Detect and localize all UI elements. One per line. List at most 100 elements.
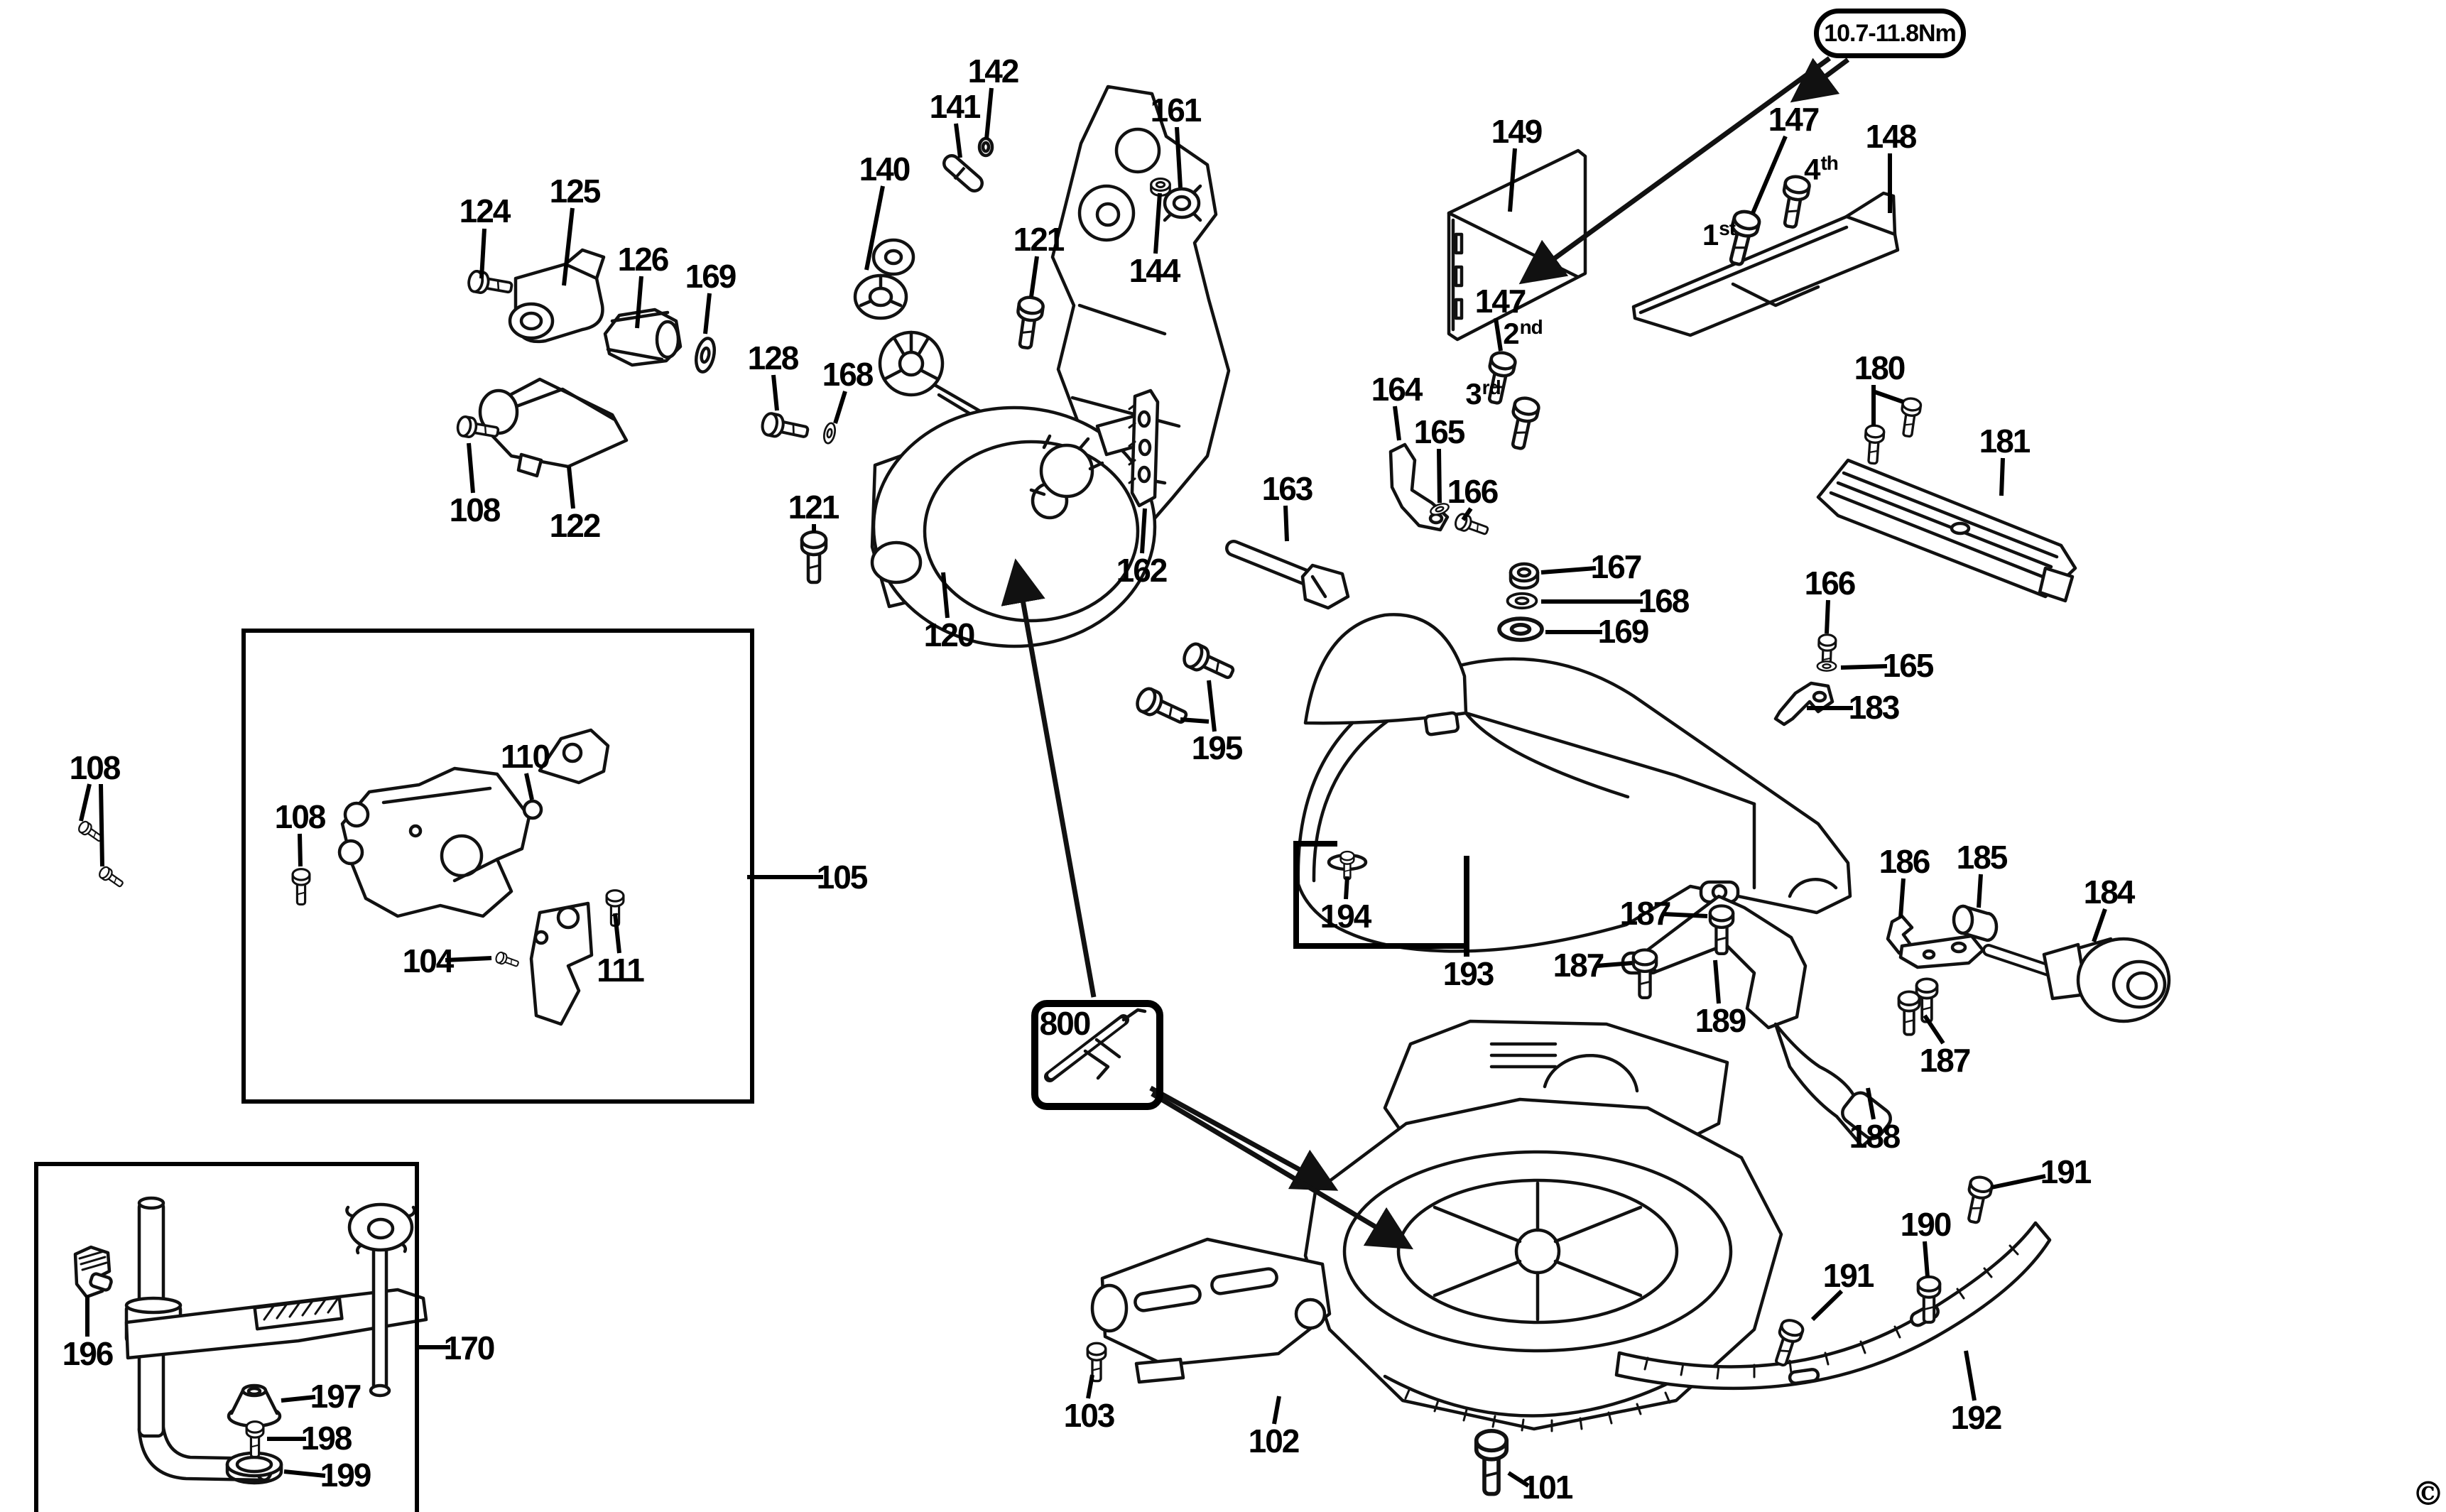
part-label-189: 189 — [1695, 1002, 1747, 1039]
part-label-108b: 108 — [69, 749, 121, 786]
sequence-number: 2 — [1503, 317, 1520, 350]
sequence-label-ord-1st: 1st — [1702, 217, 1736, 251]
group-box-170 — [34, 1162, 419, 1512]
part-label-120: 120 — [923, 616, 976, 653]
pin-194-drawing — [1327, 850, 1368, 881]
part-102-base-drawing — [1090, 1019, 1783, 1432]
screw-147-3rd-drawing — [1506, 396, 1540, 451]
part-label-147a: 147 — [1768, 101, 1820, 138]
part-label-800: 800 — [1039, 1005, 1092, 1042]
part-label-167: 167 — [1590, 548, 1643, 585]
part-label-165a: 165 — [1413, 413, 1466, 450]
part-label-105: 105 — [816, 859, 869, 896]
part-label-194: 194 — [1320, 898, 1372, 935]
part-label-142: 142 — [967, 53, 1020, 89]
part-label-104: 104 — [402, 942, 455, 979]
group-box-105 — [241, 629, 754, 1104]
washer-168a-drawing — [821, 421, 838, 445]
part-label-121a: 121 — [788, 489, 840, 526]
bolt-101-drawing — [1477, 1431, 1507, 1494]
part-122-deflector-drawing — [478, 377, 629, 478]
part-label-170: 170 — [443, 1329, 496, 1366]
part-label-162: 162 — [1116, 552, 1168, 589]
part-label-101: 101 — [1521, 1469, 1574, 1506]
part-label-181: 181 — [1979, 423, 2031, 459]
sequence-number: 3 — [1465, 377, 1482, 410]
part-label-121b: 121 — [1013, 221, 1065, 258]
screw-180a-drawing — [1862, 423, 1886, 465]
part-label-197: 197 — [310, 1378, 362, 1415]
part-label-187c: 187 — [1919, 1042, 1972, 1079]
part-label-183: 183 — [1848, 689, 1901, 726]
sequence-suffix: nd — [1519, 316, 1543, 338]
part-168-washer-drawing — [1506, 592, 1538, 610]
part-label-169b: 169 — [1597, 613, 1650, 650]
sequence-suffix: rd — [1482, 376, 1501, 398]
sequence-suffix: th — [1820, 152, 1838, 174]
part-label-110: 110 — [500, 738, 550, 775]
part-label-125: 125 — [549, 173, 602, 210]
part-label-191b: 191 — [1822, 1257, 1875, 1294]
part-label-147b: 147 — [1474, 283, 1527, 320]
part-183-bracket-drawing — [1773, 681, 1835, 727]
part-label-140: 140 — [859, 151, 911, 187]
torque-spec-text: 10.7-11.8Nm — [1824, 19, 1957, 47]
sequence-label-ord-3rd: 3rd — [1465, 376, 1501, 410]
part-141-pin-drawing — [942, 154, 984, 192]
screw-187c1-drawing — [1897, 990, 1921, 1036]
group-box-800-tool — [1031, 1000, 1163, 1110]
sequence-label-ord-2nd: 2nd — [1503, 317, 1543, 349]
part-184-knob-drawing — [1982, 937, 2171, 1023]
part-120-housing-drawing — [870, 406, 1157, 648]
part-197-cone-drawing — [227, 1383, 282, 1428]
part-185-bushing-drawing — [1952, 904, 1999, 942]
part-144-nut-drawing — [1150, 178, 1171, 197]
part-label-188: 188 — [1849, 1118, 1901, 1155]
part-170-clamp-drawing — [124, 1196, 428, 1482]
part-110-ring-drawing — [522, 799, 543, 820]
part-label-186: 186 — [1879, 843, 1931, 880]
part-125-knob-drawing — [508, 248, 606, 344]
part-label-198: 198 — [300, 1420, 353, 1457]
screw-108b2-drawing — [97, 864, 126, 891]
part-label-128: 128 — [747, 339, 800, 376]
part-163-bolt-drawing — [1225, 540, 1350, 610]
part-label-141: 141 — [929, 88, 982, 125]
part-label-108c: 108 — [274, 798, 327, 835]
part-label-169a: 169 — [685, 258, 737, 295]
part-label-111: 111 — [597, 952, 645, 989]
torque-spec-bubble: 10.7-11.8Nm — [1814, 9, 1966, 58]
part-label-166b: 166 — [1804, 565, 1857, 602]
part-label-166a: 166 — [1447, 473, 1499, 510]
part-label-187a: 187 — [1553, 947, 1605, 984]
part-196-knob-drawing — [73, 1245, 113, 1299]
part-label-190: 190 — [1900, 1206, 1952, 1243]
group-box-194 — [1293, 841, 1469, 949]
part-label-165b: 165 — [1882, 647, 1935, 684]
part-167-nut-drawing — [1511, 564, 1538, 588]
part-label-168a: 168 — [822, 356, 874, 393]
part-148-fence-drawing — [1631, 191, 1900, 337]
screw-128-drawing — [761, 412, 810, 442]
part-105-guard-plates-drawing — [337, 728, 610, 1026]
part-label-124: 124 — [459, 192, 511, 229]
part-label-122: 122 — [549, 507, 602, 544]
sequence-suffix: st — [1719, 217, 1736, 239]
part-193-guard-cover-drawing — [1296, 613, 1852, 953]
part-label-163: 163 — [1261, 470, 1314, 507]
part-label-168b: 168 — [1638, 582, 1690, 619]
part-label-199: 199 — [320, 1457, 372, 1494]
copyright-mark: © — [2412, 1474, 2445, 1512]
sequence-label-ord-4th: 4th — [1804, 152, 1839, 185]
part-192-scale-drawing — [1614, 1221, 2052, 1391]
part-label-185: 185 — [1956, 839, 2009, 876]
part-186-clip-drawing — [1886, 914, 1985, 969]
lubricator-tool-icon — [1044, 1008, 1147, 1082]
screw-195a-drawing — [1181, 641, 1237, 685]
screw-166a-drawing — [1452, 511, 1491, 540]
leader-lines — [79, 87, 2107, 1488]
sequence-number: 1 — [1702, 218, 1719, 251]
part-140-rings-drawing — [853, 238, 915, 320]
